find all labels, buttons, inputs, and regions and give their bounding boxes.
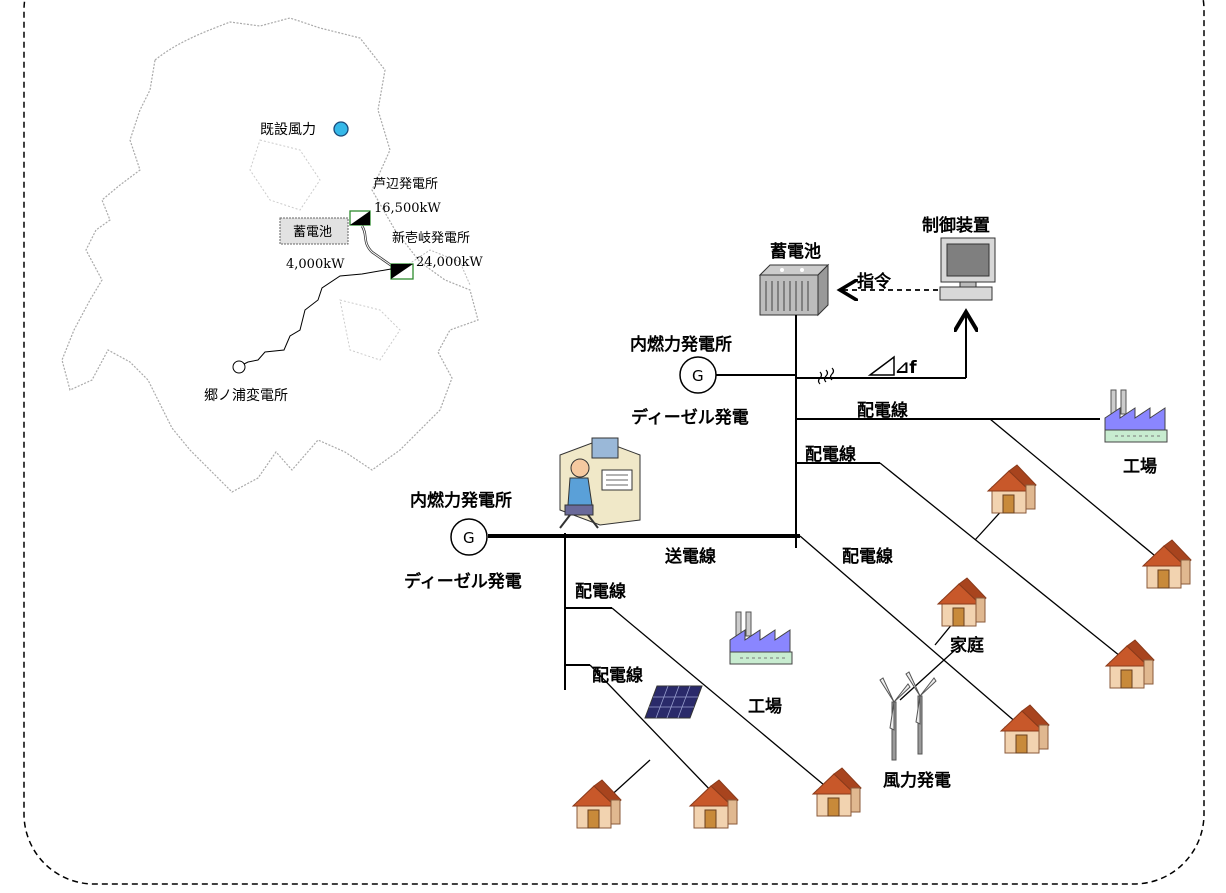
lower-factory-icon [729,611,793,665]
upper-factory-icon [1104,389,1168,443]
battery-to-plant-line [360,225,393,268]
transmission-route [239,268,392,367]
lower-plant-label: 内燃力発電所 [410,490,512,511]
ashibe-plant-marker-fill [350,211,370,225]
ashibe-plant-name: 芦辺発電所 [373,177,438,192]
outer-frame [23,0,1205,885]
controller-label: 制御装置 [922,215,990,236]
battery-label: 蓄電池 [770,241,821,262]
upper-factory-label: 工場 [1123,457,1157,477]
map-battery-capacity: 4,000kW [286,257,345,272]
controller-screen [946,243,990,277]
gonoura-substation-label: 郷ノ浦変電所 [204,387,288,404]
dist-3-branch [799,535,1026,731]
dist-1-branch [989,418,1161,561]
house-icon [1105,639,1155,689]
house-icon [689,779,739,829]
battery-top [758,264,830,276]
home-label: 家庭 [950,635,984,656]
map-battery-box [279,217,349,245]
house-icon [572,779,622,829]
dist-2-branch [879,462,1126,661]
shin-iki-plant-name: 新壱岐発電所 [392,230,470,246]
house-icon [987,464,1037,514]
upper-generator-letter: G [692,367,704,385]
lower-generator-symbol [450,518,488,556]
dist-4-branch [611,607,831,791]
upper-diesel-label: ディーゼル発電 [631,407,749,428]
delta-icon [867,355,895,376]
house-icon [1142,539,1192,589]
upper-generator-symbol [679,356,717,394]
island-coast-detail [399,249,471,286]
dist-5-branch [589,664,716,796]
shin-iki-plant-capacity: 24,000kW [416,255,483,270]
transmission-line-label: 送電線 [665,546,716,567]
wind-turbine-icon [879,671,937,761]
controller-unit: 制御装置 [922,215,996,301]
controller-base [939,286,993,301]
gonoura-substation-marker [232,360,246,374]
upper-plant-label: 内燃力発電所 [630,334,732,355]
distribution-line-1-label: 配電線 [857,400,908,421]
island-inland-detail-2 [339,299,401,361]
battery-to-plant-line-inner [361,225,393,267]
island-map: 既設風力 芦辺発電所 16,500kW 蓄電池 4,000kW 新壱岐発電所 2… [61,17,483,493]
dist-3-wind-drop [899,649,956,701]
island-outline [61,17,479,493]
existing-wind-marker [333,121,349,137]
lower-diesel-label: ディーゼル発電 [404,571,522,592]
battery-unit: 蓄電池 [758,241,830,317]
house-icon [1000,704,1050,754]
distribution-line-4-label: 配電線 [575,581,626,602]
battery-body [759,274,819,316]
distribution-line-5-label: 配電線 [592,665,643,686]
lower-factory-label: 工場 [748,697,782,717]
solar-panel-icon [644,685,703,719]
map-battery-label: 蓄電池 [293,225,332,240]
operator-icon [559,437,641,529]
house-icon [812,767,862,817]
house-icon [937,577,987,627]
distribution-line-2-label: 配電線 [805,444,856,465]
delta-f-label: ⊿f [895,358,917,378]
command-label: 指令 [857,271,892,292]
ashibe-plant-capacity: 16,500kW [374,201,441,216]
existing-wind-label: 既設風力 [260,122,316,138]
lower-generator-letter: G [463,529,475,547]
distribution-line-3-label: 配電線 [842,546,893,567]
island-inland-detail [249,139,321,211]
wind-power-label: 風力発電 [883,770,951,791]
frequency-sensor-icon [817,367,835,385]
shin-iki-plant-marker-fill [391,264,413,279]
